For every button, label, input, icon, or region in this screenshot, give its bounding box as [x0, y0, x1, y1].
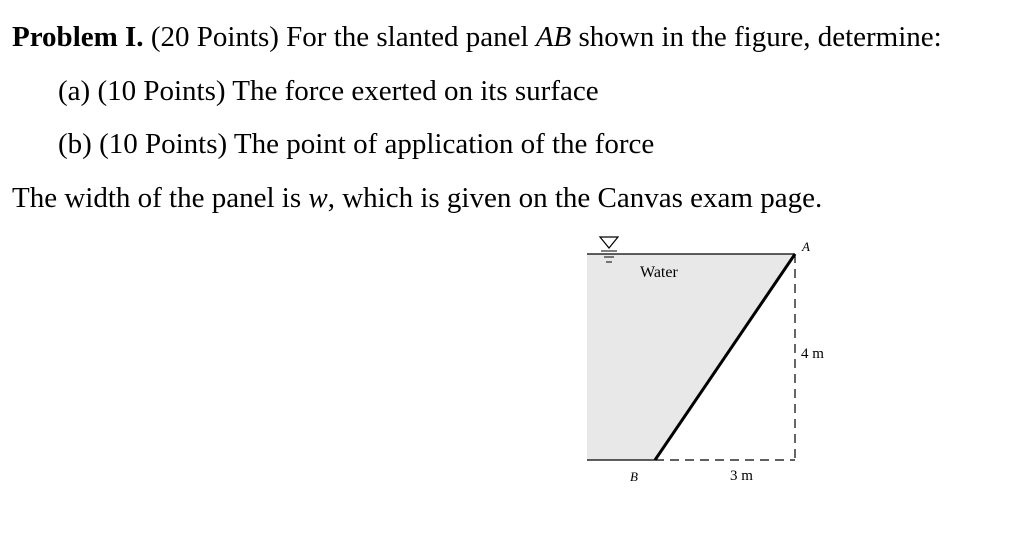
part-a: (a) (10 Points) The force exerted on its… [58, 74, 599, 108]
panel-name: AB [535, 21, 572, 53]
horizontal-dimension-label: 3 m [730, 468, 753, 484]
free-surface-symbol-icon [598, 236, 620, 263]
part-b-label: (b) [58, 128, 92, 160]
width-note-start: The width of the panel is [12, 182, 302, 214]
part-a-text: (10 Points) The force exerted on its sur… [97, 75, 599, 107]
problem-intro: (20 Points) For the slanted panel [150, 21, 529, 53]
slanted-panel-figure: Water A B 4 m 3 m [587, 236, 824, 484]
problem-intro-rest: shown in the figure, determine: [578, 21, 942, 53]
problem-heading-line: Problem I. (20 Points) For the slanted p… [12, 20, 942, 54]
part-b: (b) (10 Points) The point of application… [58, 127, 654, 161]
part-b-text: (10 Points) The point of application of … [99, 128, 655, 160]
water-label: Water [640, 264, 678, 281]
problem-label: Problem I. [12, 21, 144, 53]
width-variable: w [308, 182, 328, 214]
part-a-label: (a) [58, 75, 91, 107]
height-dimension-label: 4 m [801, 346, 824, 362]
point-a-label: A [801, 239, 810, 254]
panel-ab-line [653, 253, 797, 461]
width-note-end: , which is given on the Canvas exam page… [327, 182, 823, 214]
width-note: The width of the panel is w, which is gi… [12, 181, 822, 215]
point-b-label: B [630, 469, 638, 484]
water-region [587, 254, 795, 460]
